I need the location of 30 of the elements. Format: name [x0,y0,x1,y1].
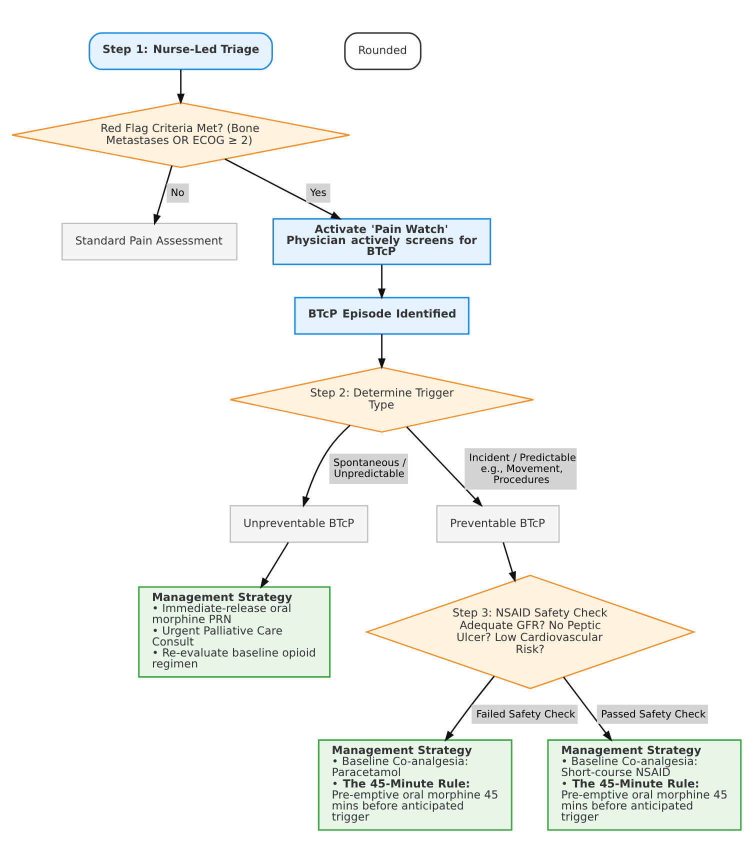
edge-label: Passed Safety Check [600,708,706,720]
edge-label: Failed Safety Check [476,708,576,720]
node-box: Unpreventable BTcP [230,504,368,542]
node-box: BTcP Episode Identified [294,296,470,334]
node-box: Activate 'Pain Watch' Physician actively screens for BTcP [272,218,492,265]
node-box: Rounded [344,32,422,70]
node-box: Management Strategy • Baseline Co-analgesia: Paracetamol • The 45-Minute Rule: Pre-emptive oral morphine 45 mins before anticipated trigger [318,738,512,830]
node-diamond: Red Flag Criteria Met? (Bone Metastases OR ECOG ≥ 2) [11,102,350,168]
arrow [378,334,386,369]
node-box: Preventable BTcP [436,504,560,542]
arrow [563,676,612,742]
arrow [502,542,516,582]
arrow [154,165,173,225]
edge-label: Spontaneous / Unpredictable [333,457,406,480]
arrow [260,542,289,588]
arrow [302,424,350,508]
node-box: Management Strategy • Baseline Co-analgesia: Short-course NSAID • The 45-Minute Rule: Pre-emptive oral morphine 45 mins before anticipated trigger [547,738,742,830]
edge-label: Incident / Predictable e.g., Movement, Procedures [469,452,576,486]
edge-label: Yes [310,188,326,199]
node-diamond: Step 3: NSAID Safety Check Adequate GFR? No Peptic Ulcer? Low Cardiovascular Risk? [364,574,696,689]
node-box: Standard Pain Assessment [62,222,238,260]
node-box: Management Strategy • Immediate-release oral morphine PRN • Urgent Palliative Care Consult • Re-evaluate baseline opioid regimen [138,586,331,678]
arrow [406,426,483,506]
arrow [176,69,185,104]
node-diamond: Step 2: Determine Trigger Type [230,366,534,432]
edge-label: No [170,188,184,199]
node-box: Step 1: Nurse-Led Triage [88,32,273,70]
arrow [224,158,342,220]
arrow [378,264,386,299]
arrow [444,675,495,742]
